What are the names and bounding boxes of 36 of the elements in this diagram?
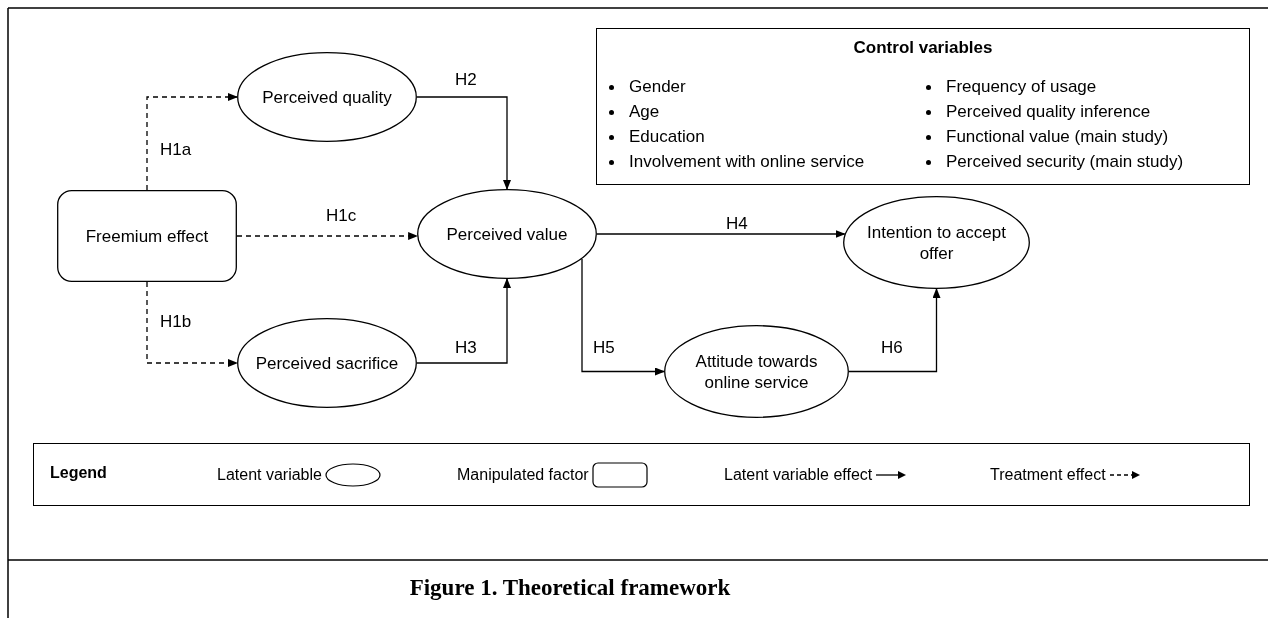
node-label: Perceived sacrifice [254, 352, 400, 374]
arrow [848, 288, 941, 373]
dashed-arrow [236, 232, 419, 240]
list-item: Gender [629, 76, 686, 98]
arrow [596, 230, 846, 238]
arrow [581, 258, 665, 376]
legend-label: Latent variable effect [724, 465, 873, 484]
legend-heading: Legend [50, 464, 107, 482]
node-label: Perceived quality [261, 86, 393, 108]
list-item: Perceived security (main study) [946, 151, 1184, 173]
dashed-arrow [146, 93, 238, 191]
list-item: Perceived quality inference [946, 101, 1151, 123]
node-label: Perceived value [445, 223, 569, 245]
list-item: Age [629, 101, 660, 123]
legend-label: Latent variable [217, 465, 322, 484]
legend-label: Manipulated factor [457, 465, 589, 484]
list-item: Education [629, 126, 705, 148]
list-item: Frequency of usage [946, 76, 1097, 98]
arrow [416, 278, 511, 364]
figure-caption: Figure 1. Theoretical framework [408, 575, 732, 601]
latent-variable-ellipse [237, 52, 417, 142]
node-label: Attitude towards online service [694, 350, 819, 393]
latent-variable-ellipse [237, 318, 417, 408]
latent-variable-ellipse [843, 196, 1030, 289]
latent-variable-ellipse [664, 325, 849, 418]
latent-variable-ellipse [417, 189, 597, 279]
legend-label: Treatment effect [990, 465, 1106, 484]
manipulated-factor-box [57, 190, 237, 282]
list-item: Involvement with online service [629, 151, 865, 173]
box-heading: Control variables [852, 37, 994, 59]
arrow [416, 96, 511, 190]
dashed-arrow [146, 281, 238, 367]
list-item: Functional value (main study) [946, 126, 1169, 148]
node-label: Intention to accept offer [866, 221, 1007, 264]
control-variables-box [596, 28, 1250, 185]
node-label: Freemium effect [84, 225, 210, 247]
